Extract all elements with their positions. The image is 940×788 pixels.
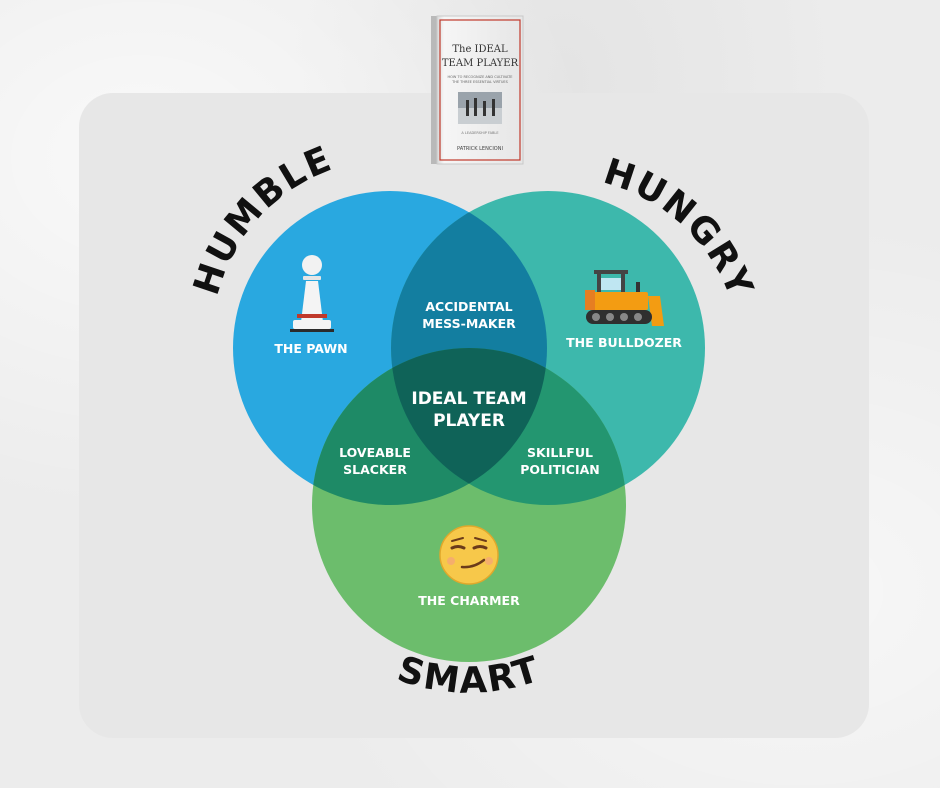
label-accidental-line2: MESS-MAKER [422,316,516,331]
book-title-line2: TEAM PLAYER [442,58,519,69]
label-skillful-line2: POLITICIAN [520,462,600,477]
humble-smart-overlap [312,348,547,505]
book-subtitle-line1: HOW TO RECOGNIZE AND CULTIVATE [448,75,513,79]
label-the-charmer: THE CHARMER [418,593,520,608]
label-the-bulldozer: THE BULLDOZER [566,335,682,350]
label-ideal-line1: IDEAL TEAM [411,389,526,409]
label-the-pawn: THE PAWN [274,341,347,356]
book-title-line1: The IDEAL [452,44,508,55]
label-loveable-line2: SLACKER [343,462,407,477]
hungry-smart-overlap [391,348,626,505]
book-subtitle-line2: THE THREE ESSENTIAL VIRTUES [451,80,508,84]
book-series: A LEADERSHIP FABLE [461,131,498,135]
label-ideal-line2: PLAYER [433,411,505,431]
label-skillful-line1: SKILLFUL [527,445,593,460]
label-loveable-line1: LOVEABLE [339,445,411,460]
book-author: PATRICK LENCIONI [457,146,503,152]
label-accidental-line1: ACCIDENTAL [425,299,512,314]
smirk-emoji-icon [439,525,499,585]
bulldozer-icon [585,270,664,326]
pawn-icon [290,255,334,332]
book-cover: The IDEAL TEAM PLAYER HOW TO RECOGNIZE A… [431,15,524,165]
